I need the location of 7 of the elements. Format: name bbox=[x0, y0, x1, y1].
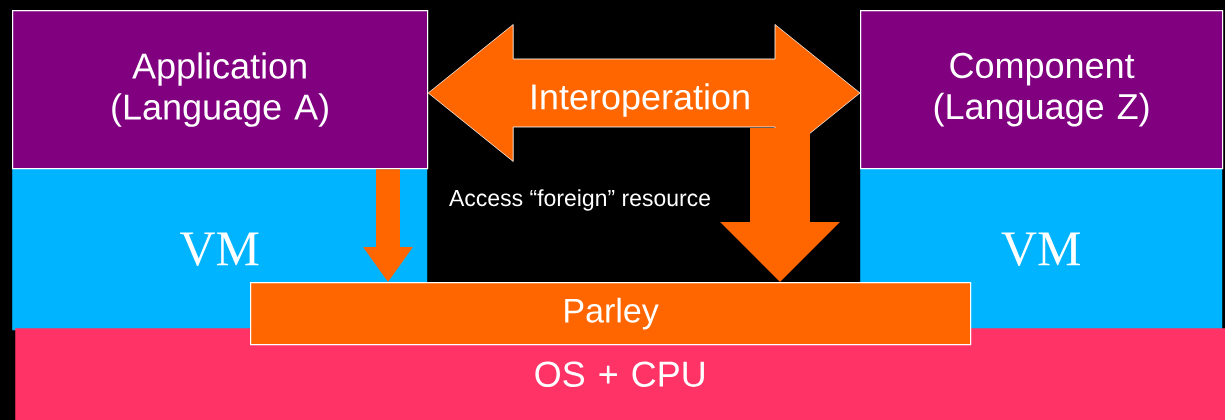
parley-bar: Parley bbox=[250, 282, 972, 346]
component-box: Component (Language Z) bbox=[860, 10, 1224, 170]
block-arrow bbox=[720, 128, 840, 282]
application-box: Application (Language A) bbox=[12, 10, 429, 170]
block-arrow bbox=[363, 169, 413, 282]
edge-label: Interoperation bbox=[526, 81, 754, 119]
edge-label: Access “foreign” resource bbox=[447, 187, 714, 213]
